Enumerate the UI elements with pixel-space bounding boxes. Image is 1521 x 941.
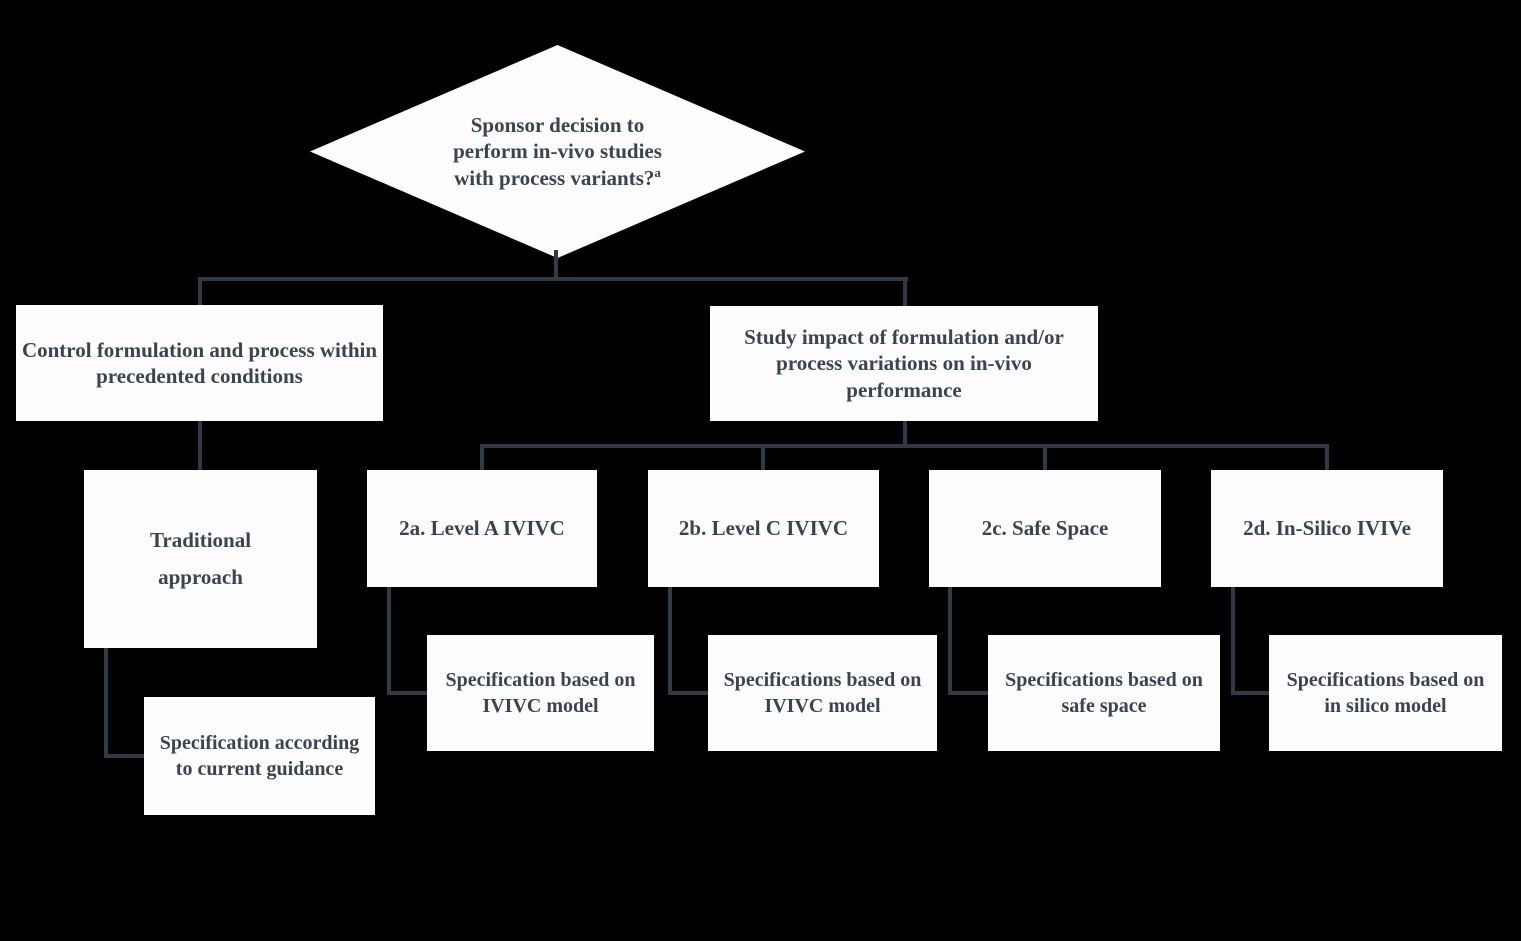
- spec-safe-space-label: Specifications based on safe space: [1005, 669, 1203, 717]
- control-formulation-box: Control formulation and process within p…: [16, 305, 383, 421]
- spec-ivivc-model-a-label: Specification based on IVIVC model: [445, 669, 636, 717]
- connector-traditional-elbow-vertical: [104, 648, 108, 758]
- spec-safe-space-box: Specifications based on safe space: [988, 635, 1220, 751]
- study-impact-label: Study impact of formulation and/or proce…: [744, 324, 1064, 402]
- connector-option-c-elbow-vertical: [948, 587, 952, 695]
- connector-control-to-traditional: [198, 421, 202, 472]
- option-level-c-ivivc-label: 2b. Level C IVIVC: [678, 515, 849, 540]
- traditional-line2: approach: [158, 565, 243, 589]
- traditional-approach-box: Traditional approach: [84, 470, 317, 648]
- specification-guidance-box: Specification according to current guida…: [144, 697, 375, 815]
- connector-study-stem: [903, 421, 907, 448]
- connector-drop-study: [903, 277, 907, 308]
- connector-drop-option-c: [1043, 444, 1047, 472]
- connector-option-a-elbow-vertical: [387, 587, 391, 695]
- connector-option-d-elbow-horizontal: [1231, 691, 1271, 695]
- decision-diamond: Sponsor decision to perform in-vivo stud…: [310, 45, 805, 258]
- connector-drop-option-a: [480, 444, 484, 472]
- connector-drop-control: [198, 277, 202, 307]
- decision-diamond-label: Sponsor decision to perform in-vivo stud…: [433, 112, 683, 190]
- decision-text: Sponsor decision to perform in-vivo stud…: [453, 113, 662, 190]
- connector-tier1-horizontal: [198, 277, 908, 281]
- option-safe-space-box: 2c. Safe Space: [929, 470, 1161, 587]
- connector-option-b-elbow-horizontal: [668, 691, 710, 695]
- specification-guidance-label: Specification according to current guida…: [159, 732, 360, 780]
- connector-option-b-elbow-vertical: [668, 587, 672, 695]
- option-in-silico-ivive-box: 2d. In-Silico IVIVe: [1211, 470, 1443, 587]
- connector-drop-option-b: [761, 444, 765, 472]
- connector-traditional-elbow-horizontal: [104, 754, 146, 758]
- option-safe-space-label: 2c. Safe Space: [981, 515, 1109, 540]
- connector-drop-option-d: [1325, 444, 1329, 472]
- option-level-a-ivivc-label: 2a. Level A IVIVC: [399, 515, 565, 540]
- spec-ivivc-model-a-box: Specification based on IVIVC model: [427, 635, 654, 751]
- connector-option-d-elbow-vertical: [1231, 587, 1235, 695]
- spec-ivivc-model-b-box: Specifications based on IVIVC model: [708, 635, 937, 751]
- connector-option-c-elbow-horizontal: [948, 691, 990, 695]
- spec-in-silico-model-label: Specifications based on in silico model: [1286, 669, 1485, 717]
- spec-in-silico-model-box: Specifications based on in silico model: [1269, 635, 1502, 751]
- connector-option-a-elbow-horizontal: [387, 691, 429, 695]
- decision-footnote-marker: a: [654, 164, 661, 180]
- control-formulation-label: Control formulation and process within p…: [21, 337, 378, 388]
- option-level-c-ivivc-box: 2b. Level C IVIVC: [648, 470, 879, 587]
- traditional-line1: Traditional: [149, 527, 252, 552]
- spec-ivivc-model-b-label: Specifications based on IVIVC model: [723, 669, 922, 717]
- connector-tier2-horizontal: [480, 444, 1329, 448]
- study-impact-box: Study impact of formulation and/or proce…: [710, 306, 1098, 421]
- traditional-approach-label: Traditional approach: [150, 522, 251, 597]
- connector-diamond-stem: [554, 250, 558, 281]
- option-level-a-ivivc-box: 2a. Level A IVIVC: [367, 470, 597, 587]
- option-in-silico-ivive-label: 2d. In-Silico IVIVe: [1243, 515, 1411, 540]
